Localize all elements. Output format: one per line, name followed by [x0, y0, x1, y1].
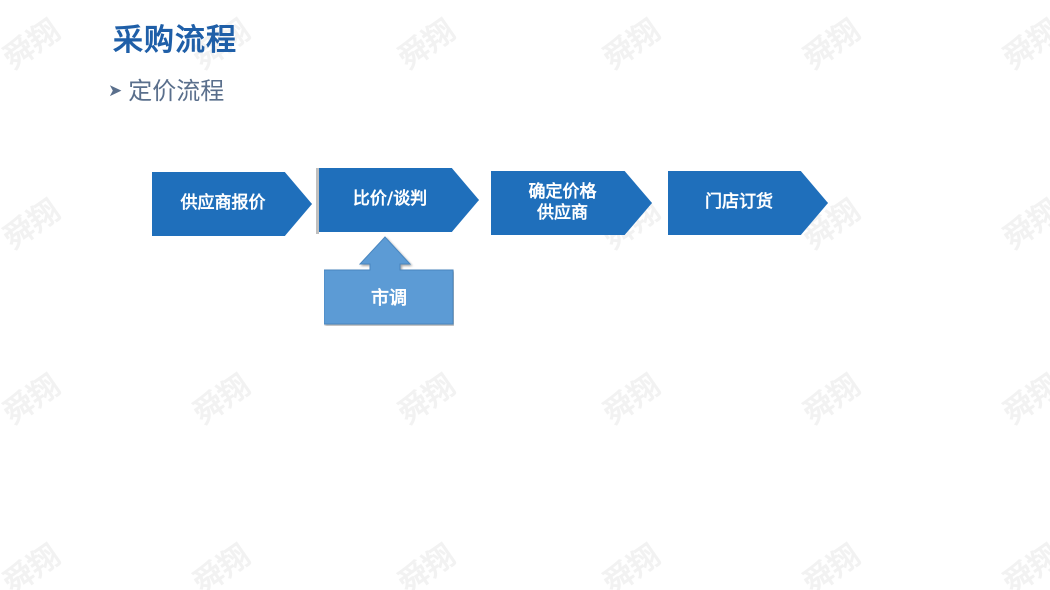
step-store-order: 门店订货 — [668, 171, 828, 235]
watermark: 舜翔 — [392, 13, 462, 77]
watermark: 舜翔 — [0, 193, 67, 257]
watermark: 舜翔 — [187, 368, 257, 432]
watermark: 舜翔 — [797, 368, 867, 432]
watermark: 舜翔 — [597, 368, 667, 432]
watermark: 舜翔 — [997, 13, 1050, 77]
page-title: 采购流程 — [113, 23, 237, 58]
watermark: 舜翔 — [797, 13, 867, 77]
step-compare-negotiate: 比价/谈判 — [319, 168, 479, 232]
step-label-line1: 确定价格 — [528, 181, 597, 202]
step-confirm-price-supplier: 确定价格 供应商 — [491, 171, 652, 235]
watermark: 舜翔 — [997, 368, 1050, 432]
watermark: 舜翔 — [0, 368, 67, 432]
step-label: 确定价格 供应商 — [529, 182, 597, 225]
watermark: 舜翔 — [0, 538, 67, 590]
step-label: 比价/谈判 — [352, 189, 428, 210]
section-subtitle: ➤ 定价流程 — [108, 79, 224, 103]
watermark: 舜翔 — [597, 13, 667, 77]
arrow-bullet-icon: ➤ — [108, 80, 123, 101]
step-shadow — [316, 168, 319, 234]
watermark: 舜翔 — [392, 538, 462, 590]
watermark: 舜翔 — [392, 368, 462, 432]
step-label-line2: 供应商 — [537, 203, 588, 223]
watermark: 舜翔 — [0, 13, 67, 77]
watermark: 舜翔 — [187, 538, 257, 590]
market-research-callout — [324, 236, 454, 325]
step-label: 门店订货 — [705, 192, 773, 213]
subtitle-text: 定价流程 — [128, 77, 225, 105]
watermark: 舜翔 — [597, 538, 667, 590]
watermark: 舜翔 — [797, 538, 867, 590]
step-label: 供应商报价 — [180, 193, 266, 214]
step-supplier-quote: 供应商报价 — [152, 172, 312, 236]
market-research-label: 市调 — [371, 288, 407, 309]
watermark: 舜翔 — [997, 538, 1050, 590]
watermark: 舜翔 — [997, 193, 1050, 257]
